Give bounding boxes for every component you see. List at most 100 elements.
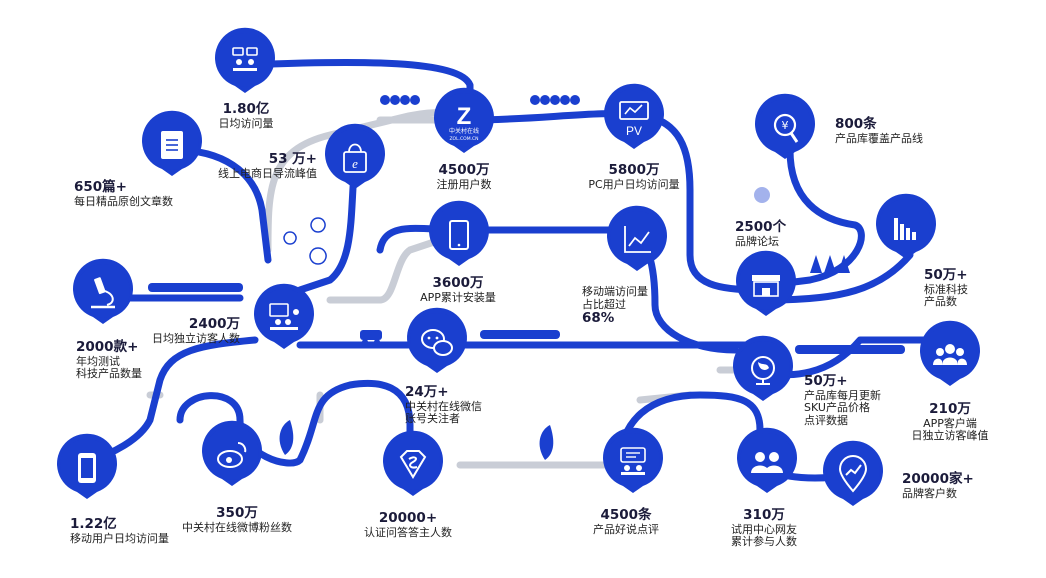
- leaf-center: [539, 425, 554, 460]
- value-brand-clients: 20000家+: [902, 471, 974, 487]
- desc-wechat-followers-1: 中关村在线微信: [405, 399, 482, 413]
- smartphone-icon: [57, 433, 117, 499]
- desc-mobile-share-2: 占比超过: [582, 297, 626, 311]
- desc-sku-reviews-1: 产品库每月更新: [804, 388, 881, 402]
- desc-test-products-2: 科技产品数量: [76, 367, 142, 381]
- value-mobile-daily: 1.22亿: [70, 516, 117, 532]
- desc-trial-participants-1: 试用中心网友: [731, 522, 797, 536]
- label-test-products: 2000款+ 年均测试 科技产品数量: [76, 339, 142, 381]
- desc-app-installs: APP累计安装量: [420, 290, 496, 304]
- desc-weibo-fans: 中关村在线微博粉丝数: [182, 520, 292, 534]
- desc-mobile-share-1: 移动端访问量: [582, 285, 648, 298]
- desc-standard-products-1: 标准科技: [924, 282, 968, 296]
- map-pin-mobile-daily: [55, 433, 119, 500]
- label-zol-registered: 4500万 注册用户数: [436, 162, 492, 191]
- pv-monitor-icon: PV: [604, 83, 664, 150]
- value-weibo-fans: 350万: [216, 505, 258, 521]
- map-pin-unique-visitors: [252, 283, 316, 350]
- desc-product-reviews: 产品好说点评: [593, 522, 659, 536]
- cloud-left: [754, 187, 770, 203]
- hedge-left: [148, 283, 243, 292]
- zol-logo-text-cn: 中关村在线: [449, 127, 479, 135]
- value-sku-reviews: 50万+: [804, 373, 848, 389]
- search-money-icon: ¥: [755, 93, 815, 160]
- label-daily-articles: 650篇+ 每日精品原创文章数: [74, 179, 173, 208]
- value-unique-visitors: 2400万: [188, 316, 240, 332]
- map-pin-daily-articles: [140, 110, 204, 177]
- label-sku-reviews: 50万+ 产品库每月更新 SKU产品价格 点评数据: [804, 373, 881, 427]
- map-pin-app-installs: [427, 200, 491, 267]
- superman-icon: [383, 430, 443, 496]
- label-wechat-followers: 24万+ 中关村在线微信 账号关注者: [405, 384, 482, 426]
- value-product-lines: 800条: [835, 116, 877, 132]
- label-standard-products: 50万+ 标准科技 产品数: [924, 267, 968, 309]
- desc-test-products-1: 年均测试: [76, 354, 120, 368]
- desc-sku-reviews-3: 点评数据: [804, 413, 848, 427]
- value-brand-forum: 2500个: [735, 219, 787, 235]
- label-trial-participants: 310万 试用中心网友 累计参与人数: [731, 507, 797, 549]
- value-daily-visits: 1.80亿: [222, 101, 270, 117]
- label-product-lines: 800条 产品库覆盖产品线: [835, 116, 923, 145]
- review-chat-icon: [603, 427, 663, 493]
- map-pin-qa-experts: [381, 430, 445, 497]
- map-pin-app-daily-uv: [918, 320, 982, 387]
- map-pin-weibo-fans: [200, 420, 264, 487]
- desc-ecommerce-peak: 线上电商日导流峰值: [218, 166, 317, 180]
- tablet-icon: [429, 200, 489, 266]
- map-pin-mobile-share: [605, 205, 669, 272]
- desc-product-lines: 产品库覆盖产品线: [835, 131, 923, 145]
- desc-standard-products-2: 产品数: [924, 295, 957, 309]
- leaf-left: [279, 420, 294, 455]
- label-product-reviews: 4500条 产品好说点评: [593, 507, 659, 536]
- map-pin-brand-forum: [734, 250, 798, 317]
- desc-zol-registered: 注册用户数: [436, 177, 492, 191]
- value-app-daily-uv: 210万: [929, 401, 971, 417]
- group-icon: [920, 320, 980, 386]
- value-qa-experts: 20000+: [378, 510, 438, 526]
- desc-app-daily-uv-2: 日独立访客峰值: [911, 429, 989, 443]
- shopping-bag-icon: e: [325, 123, 385, 190]
- map-pin-pc-pv: PV: [602, 83, 666, 150]
- tree-cluster-top-right: [530, 95, 580, 105]
- map-pin-standard-products: [874, 193, 938, 260]
- label-app-installs: 3600万 APP累计安装量: [420, 275, 496, 304]
- store-icon: [736, 250, 796, 316]
- document-icon: [142, 110, 202, 177]
- users-icon: [737, 427, 797, 493]
- desc-daily-articles: 每日精品原创文章数: [74, 194, 173, 208]
- desc-pc-pv: PC用户日均访问量: [588, 177, 680, 191]
- desc-app-daily-uv-1: APP客户端: [923, 416, 977, 430]
- trend-chart-icon: [607, 205, 667, 271]
- audience-icon: [254, 283, 314, 349]
- globe-icon: [733, 335, 793, 401]
- balloon-3: [309, 247, 327, 265]
- desc-sku-reviews-2: SKU产品价格: [804, 401, 870, 415]
- pv-text: PV: [626, 124, 642, 138]
- value-pc-pv: 5800万: [608, 162, 660, 178]
- svg-text:¥: ¥: [782, 119, 789, 132]
- map-pin-brand-clients: [821, 440, 885, 507]
- svg-text:e: e: [352, 156, 358, 171]
- label-mobile-share: 移动端访问量 占比超过 68%: [582, 285, 648, 327]
- map-pin-product-lines: ¥: [753, 93, 817, 160]
- hedge-right: [795, 345, 905, 354]
- label-pc-pv: 5800万 PC用户日均访问量: [588, 162, 680, 191]
- decorative-scenery: [148, 95, 905, 460]
- value-daily-articles: 650篇+: [74, 179, 127, 195]
- value-product-reviews: 4500条: [600, 507, 652, 523]
- label-unique-visitors: 2400万 日均独立访客人数: [152, 316, 240, 345]
- map-pin-test-products: [71, 258, 135, 325]
- label-daily-visits: 1.80亿 日均访问量: [219, 101, 274, 130]
- desc-brand-clients: 品牌客户数: [902, 486, 957, 500]
- desc-trial-participants-2: 累计参与人数: [731, 535, 797, 549]
- label-brand-forum: 2500个 品牌论坛: [735, 219, 787, 248]
- label-mobile-daily: 1.22亿 移动用户日均访问量: [70, 516, 169, 545]
- label-weibo-fans: 350万 中关村在线微博粉丝数: [182, 505, 292, 534]
- weibo-icon: [202, 420, 262, 486]
- hedge-center: [480, 330, 560, 339]
- pine-trees: [810, 255, 850, 273]
